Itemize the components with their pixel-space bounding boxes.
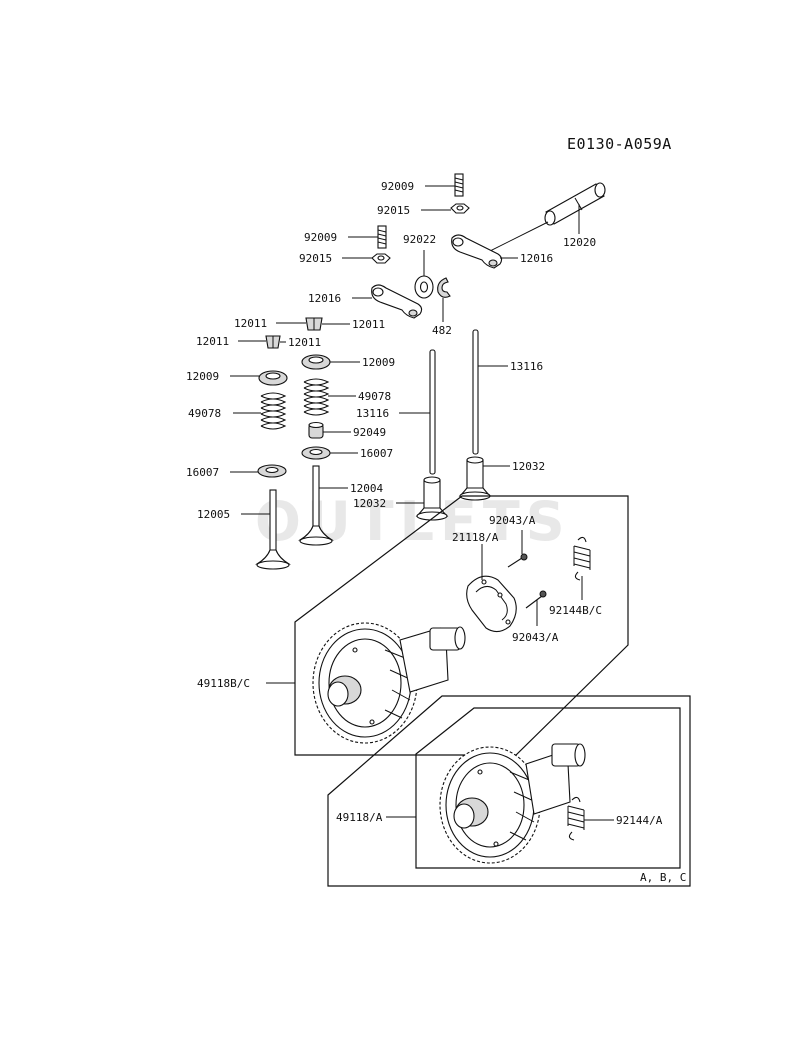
label-13116-right: 13116 bbox=[510, 360, 543, 373]
camshaft-gear-a bbox=[439, 743, 586, 864]
rocker-shaft bbox=[544, 182, 606, 226]
label-13116-mid: 13116 bbox=[356, 407, 389, 420]
tappet-right bbox=[458, 456, 492, 501]
label-49118a: 49118/A bbox=[336, 811, 383, 824]
label-92144a: 92144/A bbox=[616, 814, 663, 827]
label-12011-a: 12011 bbox=[234, 317, 267, 330]
label-16007-right: 16007 bbox=[360, 447, 393, 460]
governor-plate bbox=[466, 575, 517, 633]
nut-top bbox=[450, 203, 470, 214]
valve-spring-right bbox=[303, 378, 330, 416]
valve-intake bbox=[255, 489, 291, 570]
label-92022: 92022 bbox=[403, 233, 436, 246]
label-49078-right: 49078 bbox=[358, 390, 391, 403]
label-12011-c: 12011 bbox=[196, 335, 229, 348]
diagram-code: E0130-A059A bbox=[567, 135, 672, 153]
label-12004: 12004 bbox=[350, 482, 383, 495]
label-12016-left: 12016 bbox=[308, 292, 341, 305]
label-12011-b: 12011 bbox=[352, 318, 385, 331]
label-92009-left: 92009 bbox=[304, 231, 337, 244]
spring-retainer-left bbox=[258, 370, 288, 386]
label-92144bc: 92144B/C bbox=[549, 604, 602, 617]
frame-camshaft-a-outer bbox=[327, 695, 691, 887]
label-12005: 12005 bbox=[197, 508, 230, 521]
bolt-top bbox=[507, 553, 528, 568]
label-21118: 21118/A bbox=[452, 531, 499, 544]
stem-seal bbox=[308, 421, 324, 439]
valve-exhaust bbox=[298, 465, 334, 546]
label-16007-left: 16007 bbox=[186, 466, 219, 479]
label-12011-d: 12011 bbox=[288, 336, 321, 349]
valve-spring-left bbox=[260, 392, 287, 430]
bolt-bottom bbox=[525, 590, 547, 609]
variant-note: A, B, C bbox=[640, 871, 686, 884]
label-92015-top: 92015 bbox=[377, 204, 410, 217]
spring-retainer-right bbox=[301, 354, 331, 370]
camshaft-gear-bc bbox=[312, 622, 466, 744]
spring-92144bc bbox=[573, 536, 591, 581]
label-49118bc: 49118B/C bbox=[197, 677, 250, 690]
circlip-482 bbox=[437, 277, 451, 298]
rocker-arm-left bbox=[371, 284, 423, 319]
label-482: 482 bbox=[432, 324, 452, 337]
rocker-arm-right bbox=[451, 234, 503, 269]
spring-seat-left bbox=[257, 464, 287, 478]
push-rod-right bbox=[472, 329, 479, 455]
label-92015-left: 92015 bbox=[299, 252, 332, 265]
label-12016-right: 12016 bbox=[520, 252, 553, 265]
label-12032-right: 12032 bbox=[512, 460, 545, 473]
spring-seat-right bbox=[301, 446, 331, 460]
push-rod-left bbox=[429, 349, 436, 475]
spring-92144a bbox=[567, 796, 585, 841]
label-92043-top: 92043/A bbox=[489, 514, 536, 527]
washer-92022 bbox=[414, 275, 434, 299]
label-12032-mid: 12032 bbox=[353, 497, 386, 510]
tappet-left bbox=[415, 476, 449, 521]
label-92049: 92049 bbox=[353, 426, 386, 439]
label-12009-left: 12009 bbox=[186, 370, 219, 383]
adjust-screw-top bbox=[454, 173, 464, 197]
adjust-screw-left bbox=[377, 225, 387, 249]
label-92009-top: 92009 bbox=[381, 180, 414, 193]
label-12009-right: 12009 bbox=[362, 356, 395, 369]
label-12020: 12020 bbox=[563, 236, 596, 249]
collet-upper bbox=[305, 317, 323, 331]
frame-camshaft-bc bbox=[294, 495, 629, 756]
collet-lower bbox=[265, 335, 281, 349]
frame-camshaft-a-inner bbox=[415, 707, 681, 869]
nut-left bbox=[371, 253, 391, 264]
label-92043-bottom: 92043/A bbox=[512, 631, 559, 644]
label-49078-left: 49078 bbox=[188, 407, 221, 420]
